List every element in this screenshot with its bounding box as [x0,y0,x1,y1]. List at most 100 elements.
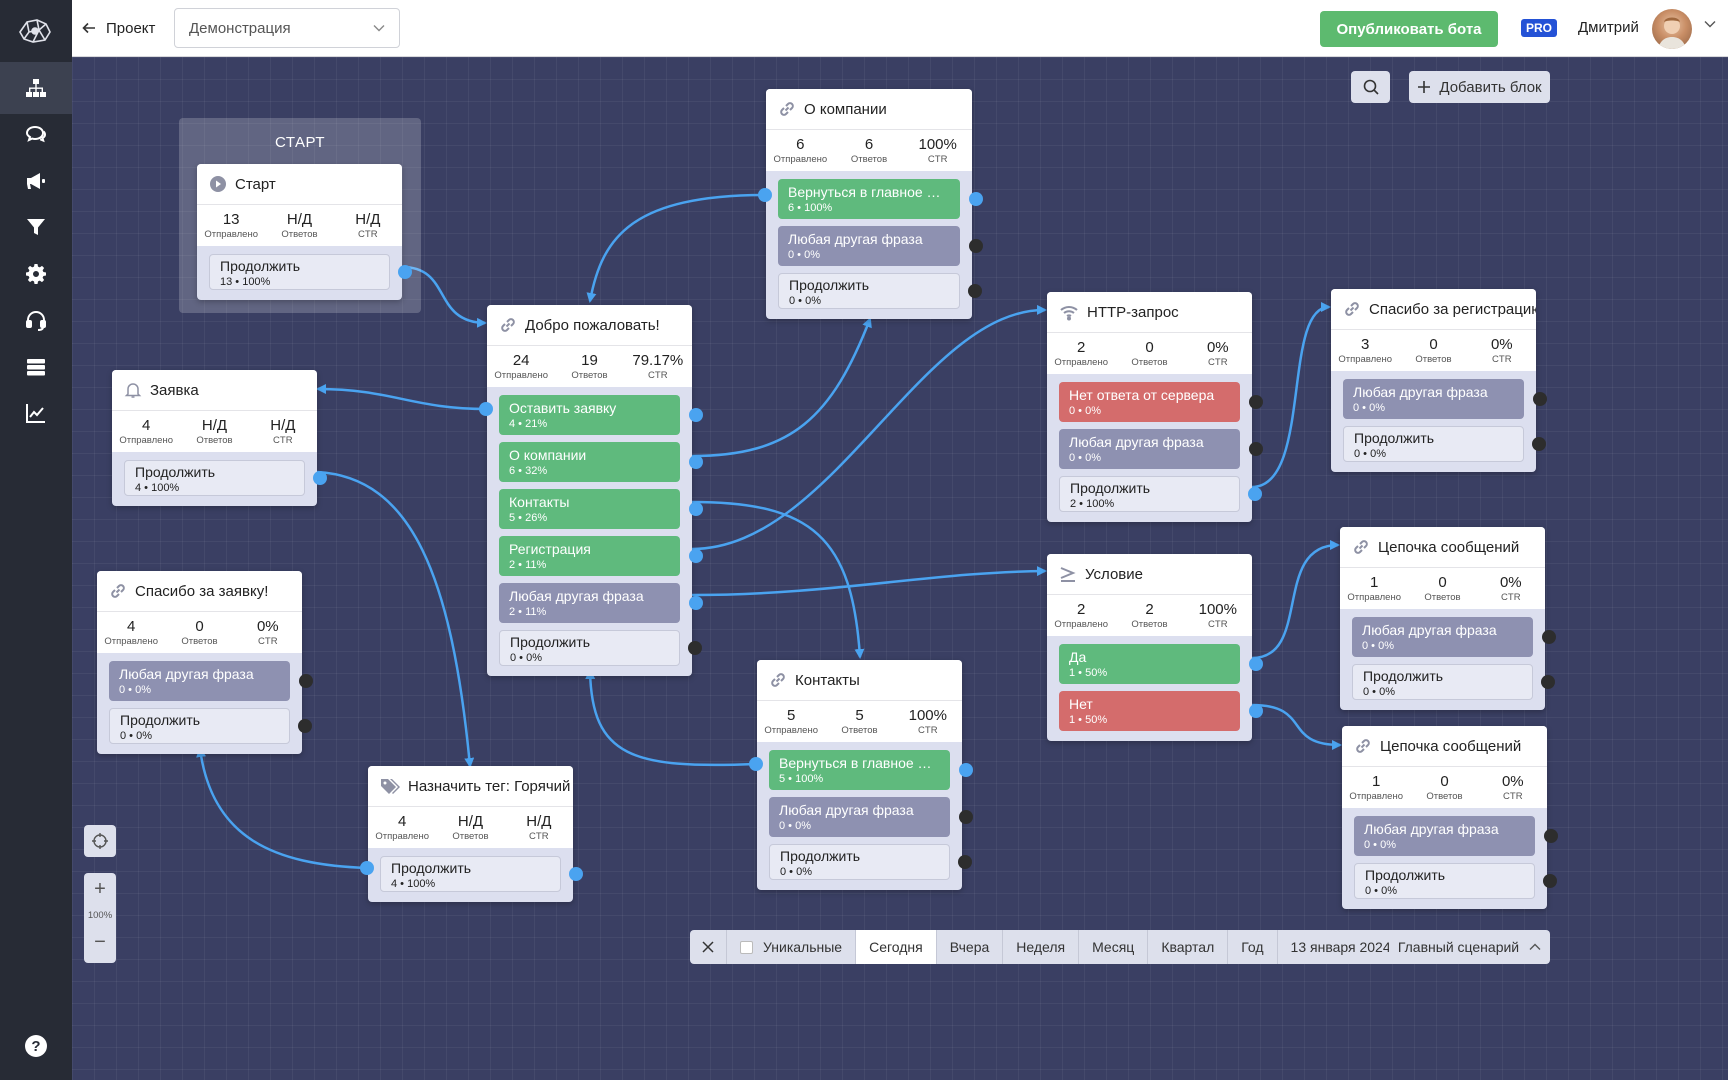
input-port[interactable] [360,861,374,875]
sidebar-item-analytics[interactable] [0,387,72,439]
output-port[interactable] [968,284,982,298]
chevron-down-icon[interactable] [1704,20,1716,28]
output-port[interactable] [298,719,312,733]
zoom-in-button[interactable]: + [94,878,106,900]
zoom-out-button[interactable]: − [94,931,106,953]
node-button[interactable]: Вернуться в главное ме...5 • 100% [769,750,973,790]
input-port[interactable] [758,188,772,202]
period-tab[interactable]: Год [1228,930,1278,964]
sidebar-item-broadcasts[interactable] [0,155,72,207]
period-tab[interactable]: Вчера [937,930,1004,964]
output-port[interactable] [1249,442,1263,456]
scenario-select[interactable]: Главный сценарий [1389,930,1550,964]
back-button[interactable]: Проект [82,14,155,42]
add-block-button[interactable]: Добавить блок [1409,71,1550,103]
output-port[interactable] [1532,437,1546,451]
output-port[interactable] [688,641,702,655]
output-port[interactable] [958,855,972,869]
input-port[interactable] [479,402,493,416]
output-port[interactable] [1542,630,1556,644]
output-port[interactable] [313,471,327,485]
output-port[interactable] [1541,675,1555,689]
sidebar-item-funnels[interactable] [0,201,72,253]
sidebar-item-settings[interactable] [0,248,72,300]
output-port[interactable] [689,502,703,516]
user-name[interactable]: Дмитрий [1578,19,1639,36]
output-port[interactable] [969,239,983,253]
output-port[interactable] [1544,829,1558,843]
node-button[interactable]: Вернуться в главное ме...6 • 100% [778,179,983,219]
sidebar-item-data[interactable] [0,341,72,393]
output-port[interactable] [398,265,412,279]
output-port[interactable] [1543,874,1557,888]
publish-bot-button[interactable]: Опубликовать бота [1320,11,1498,47]
sidebar-item-scenarios[interactable] [0,62,72,114]
period-tab[interactable]: Квартал [1148,930,1229,964]
sidebar-item-chats[interactable] [0,108,72,160]
output-port[interactable] [1248,487,1262,501]
checkbox-box[interactable] [740,940,753,954]
input-port[interactable] [749,757,763,771]
output-port[interactable] [1249,704,1263,718]
output-port[interactable] [299,674,313,688]
center-view-button[interactable] [84,825,116,857]
output-port[interactable] [569,867,583,881]
output-port[interactable] [689,596,703,610]
output-port[interactable] [1249,657,1263,671]
project-select[interactable]: Демонстрация [174,8,400,48]
output-port[interactable] [689,408,703,422]
unique-checkbox[interactable]: Уникальные [727,930,857,964]
period-tab[interactable]: Месяц [1079,930,1149,964]
search-button[interactable] [1351,71,1390,103]
help-icon[interactable]: ? [24,1034,48,1058]
output-port[interactable] [689,455,703,469]
period-tab[interactable]: Сегодня [856,930,937,964]
output-port[interactable] [689,549,703,563]
date-picker[interactable]: 13 января 2024 г. [1290,939,1402,955]
avatar[interactable] [1652,9,1692,49]
output-port[interactable] [959,763,973,777]
period-tab[interactable]: Неделя [1003,930,1080,964]
output-port[interactable] [1249,395,1263,409]
output-port[interactable] [959,810,973,824]
output-port[interactable] [1533,392,1547,406]
